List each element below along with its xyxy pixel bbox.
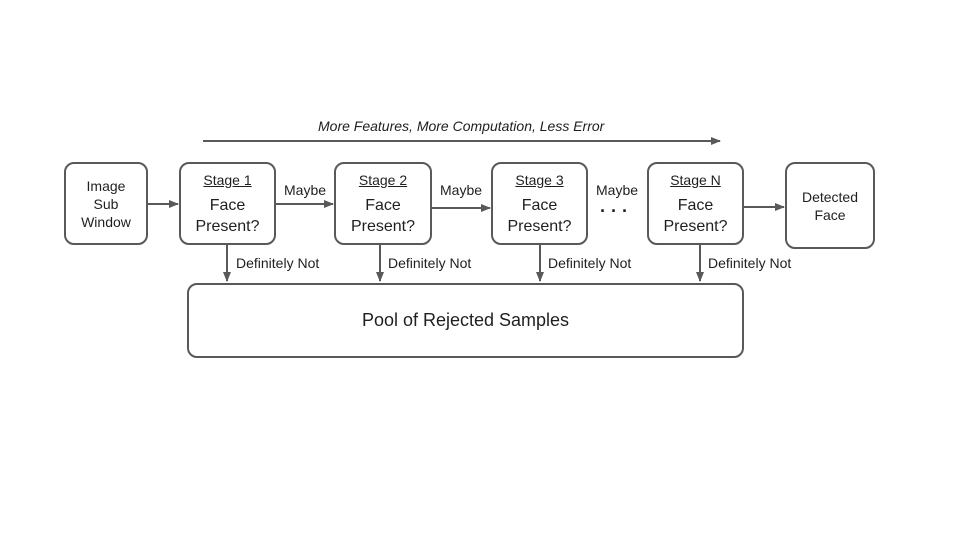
reject-label-2: Definitely Not — [388, 255, 472, 271]
stage-title: Stage 1 — [203, 171, 252, 188]
stage-1-box: Stage 1 Face Present? — [179, 162, 276, 245]
reject-label-4: Definitely Not — [708, 255, 792, 271]
maybe-label-3: Maybe — [596, 182, 639, 198]
stage-question: Face — [209, 196, 246, 214]
rejected-pool-box: Pool of Rejected Samples — [187, 283, 744, 358]
output-box: Detected Face — [785, 162, 875, 249]
reject-label-3: Definitely Not — [548, 255, 632, 271]
stage-question: Face — [521, 196, 558, 214]
output-line-2: Face — [814, 206, 846, 223]
input-line-2: Sub — [93, 195, 119, 212]
input-box: Image Sub Window — [64, 162, 148, 245]
stage-question: Present? — [663, 217, 728, 235]
input-line-3: Window — [81, 213, 131, 230]
stage-question: Present? — [507, 217, 572, 235]
stage-title: Stage N — [670, 171, 721, 188]
stage-question: Face — [677, 196, 714, 214]
stage-question: Present? — [350, 217, 416, 235]
reject-label-1: Definitely Not — [236, 255, 320, 271]
ellipsis-label: · · · — [600, 201, 628, 221]
maybe-label-1: Maybe — [284, 182, 327, 198]
stage-3-box: Stage 3 Face Present? — [491, 162, 588, 245]
stage-title: Stage 2 — [358, 171, 408, 188]
stage-question: Present? — [195, 217, 260, 235]
banner-text: More Features, More Computation, Less Er… — [318, 118, 605, 134]
output-line-1: Detected — [801, 188, 859, 205]
pool-label: Pool of Rejected Samples — [361, 310, 570, 330]
stage-2-box: Stage 2 Face Present? — [334, 162, 432, 245]
maybe-label-2: Maybe — [440, 182, 483, 198]
stage-question: Face — [365, 196, 401, 214]
input-line-1: Image — [86, 177, 126, 194]
stage-title: Stage 3 — [515, 171, 564, 188]
stage-n-box: Stage N Face Present? — [647, 162, 744, 245]
